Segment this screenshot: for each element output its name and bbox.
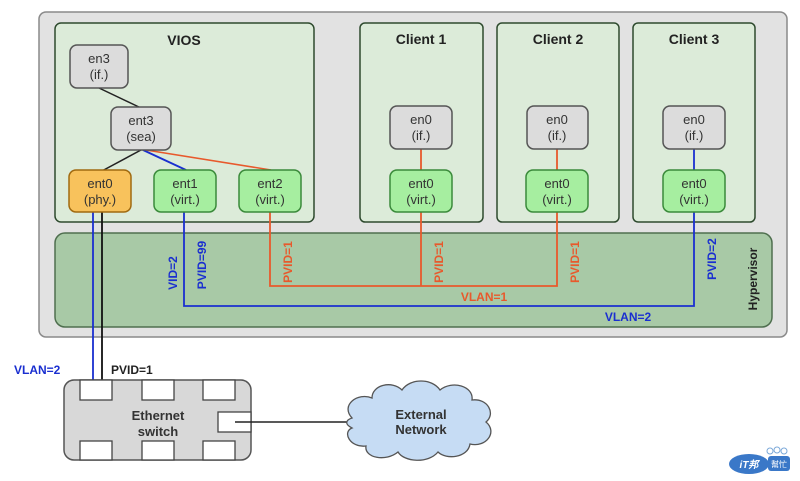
client3-en0-name: en0 (683, 112, 705, 127)
vlan2-label: VLAN=2 (605, 310, 652, 324)
client3-ent0-name: ent0 (681, 176, 706, 191)
node-en3: en3 (if.) (69, 44, 129, 89)
link-ent3-ent1 (142, 149, 187, 171)
switch-vlan-label: VLAN=2 (14, 363, 61, 377)
node-ent1-virt: ent1 (virt.) (153, 169, 217, 213)
switch-port (202, 440, 236, 461)
node-ent2-name: ent2 (257, 176, 282, 191)
client1-node-ent0: ent0 (virt.) (389, 169, 453, 213)
node-ent0-phy: ent0 (phy.) (68, 169, 132, 213)
switch-pvid-label: PVID=1 (111, 363, 153, 377)
external-network-cloud: External Network (346, 380, 492, 461)
client1-title: Client 1 (396, 31, 447, 47)
client2-ent0-name: ent0 (544, 176, 569, 191)
vios-title: VIOS (167, 32, 200, 48)
node-ent3-type: (sea) (126, 129, 156, 144)
switch-port (202, 379, 236, 401)
cloud-label-line2: Network (395, 422, 447, 437)
node-ent0-name: ent0 (87, 176, 112, 191)
client2-en0-name: en0 (546, 112, 568, 127)
vlan1-label: VLAN=1 (461, 290, 508, 304)
node-en3-type: (if.) (90, 67, 109, 82)
client1-node-en0: en0 (if.) (389, 105, 453, 150)
node-ent1-name: ent1 (172, 176, 197, 191)
switch-port (79, 379, 113, 401)
watermark-logo: iT邦 幫忙 (729, 446, 790, 474)
client3-title: Client 3 (669, 31, 720, 47)
client2-ent0-type: (virt.) (542, 192, 572, 207)
vlan2-path (183, 211, 695, 307)
switch-port (141, 379, 175, 401)
client2-en0-type: (if.) (548, 128, 567, 143)
node-ent3-name: ent3 (128, 113, 153, 128)
client1-en0-name: en0 (410, 112, 432, 127)
vlan1-path (269, 211, 558, 287)
client1-ent0-type: (virt.) (406, 192, 436, 207)
hypervisor-layer (54, 232, 773, 328)
watermark-text2: 幫忙 (771, 459, 787, 469)
client3-ent0-type: (virt.) (679, 192, 709, 207)
node-ent3-sea: ent3 (sea) (110, 106, 172, 151)
switch-port (79, 440, 113, 461)
vid-label: VID=2 (166, 256, 180, 290)
hypervisor-label: Hypervisor (746, 247, 760, 310)
ent2-pvid-label: PVID=1 (281, 241, 295, 283)
ethernet-switch: Ethernet switch (63, 379, 252, 461)
switch-label-line2: switch (138, 424, 179, 439)
client3-en0-type: (if.) (685, 128, 704, 143)
client3-node-ent0: ent0 (virt.) (662, 169, 726, 213)
client2-pvid-label: PVID=1 (568, 241, 582, 283)
client3-node-en0: en0 (if.) (662, 105, 726, 150)
node-ent0-type: (phy.) (84, 192, 116, 207)
client2-node-en0: en0 (if.) (526, 105, 589, 150)
client1-en0-type: (if.) (412, 128, 431, 143)
cloud-label-line1: External (395, 407, 446, 422)
client1-ent0-name: ent0 (408, 176, 433, 191)
client3-pvid-label: PVID=2 (705, 238, 719, 280)
client2-node-ent0: ent0 (virt.) (525, 169, 589, 213)
client2-title: Client 2 (533, 31, 584, 47)
ent1-pvid-label: PVID=99 (195, 240, 209, 289)
switch-label-line1: Ethernet (132, 408, 185, 423)
node-ent2-type: (virt.) (255, 192, 285, 207)
client1-pvid-label: PVID=1 (432, 241, 446, 283)
node-ent2-virt: ent2 (virt.) (238, 169, 302, 213)
link-en3-ent3 (98, 87, 142, 109)
switch-port (141, 440, 175, 461)
link-ent3-ent2 (145, 149, 272, 171)
node-ent1-type: (virt.) (170, 192, 200, 207)
watermark-text1: iT邦 (740, 459, 761, 471)
node-en3-name: en3 (88, 51, 110, 66)
link-ent3-ent0 (99, 149, 142, 173)
